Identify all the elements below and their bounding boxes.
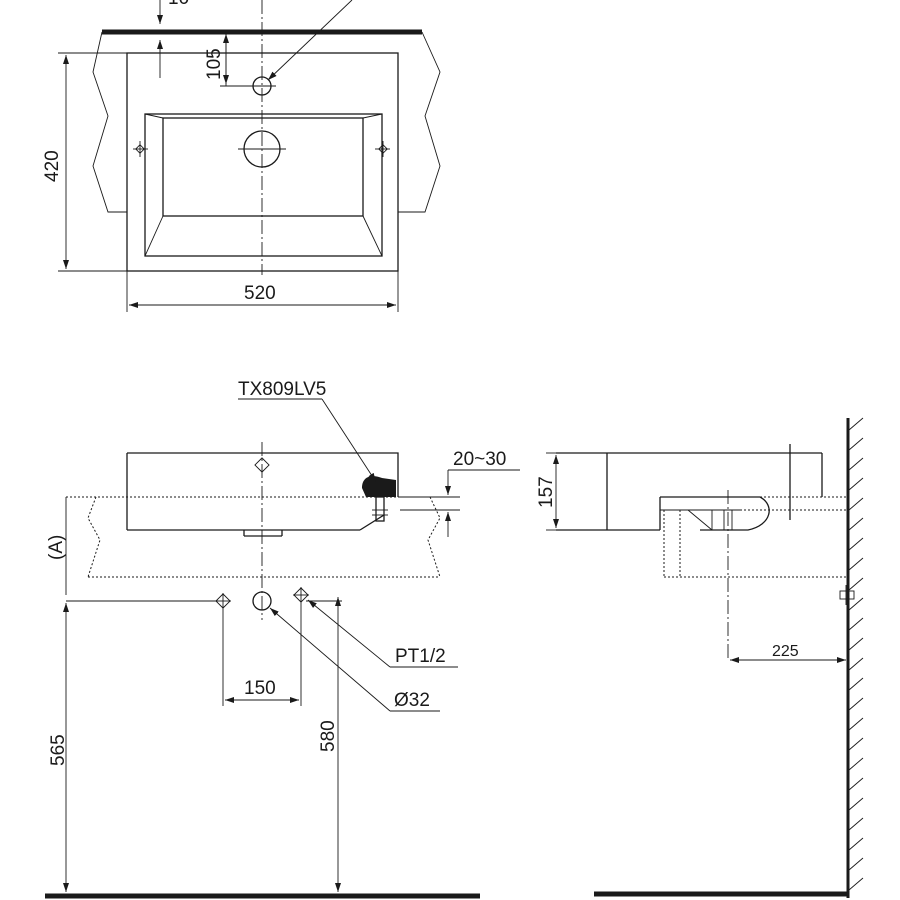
dim-supply-height: 580 bbox=[318, 597, 341, 892]
dim-faucet-offset: 105 bbox=[204, 32, 254, 87]
dim-depth: 420 bbox=[42, 52, 127, 272]
svg-text:565: 565 bbox=[48, 734, 69, 766]
side-bowl-profile bbox=[660, 496, 770, 531]
dim-counter-thickness: 20~30 bbox=[400, 449, 520, 537]
side-view: 157 225 bbox=[536, 417, 864, 898]
plan-counter-break-right bbox=[398, 31, 441, 213]
dim-counter-height: (A) bbox=[46, 497, 67, 595]
plan-bowl-rim bbox=[144, 113, 383, 257]
svg-text:10: 10 bbox=[168, 0, 189, 9]
front-supply-right-icon bbox=[293, 587, 309, 603]
svg-text:150: 150 bbox=[244, 678, 276, 699]
side-drain-fitting bbox=[723, 509, 733, 531]
front-counter-break-right bbox=[427, 496, 441, 578]
svg-text:420: 420 bbox=[42, 150, 63, 182]
svg-text:PT1/2: PT1/2 bbox=[395, 646, 446, 667]
plan-bowl-floor bbox=[162, 117, 364, 217]
callout-model: TX809LV5 bbox=[238, 379, 377, 483]
svg-text:105: 105 bbox=[204, 48, 225, 80]
svg-text:225: 225 bbox=[772, 643, 799, 660]
svg-text:(A): (A) bbox=[46, 535, 67, 560]
svg-text:TX809LV5: TX809LV5 bbox=[238, 379, 326, 400]
plan-view: 10 105 420 520 bbox=[42, 0, 441, 312]
dim-basin-height: 157 bbox=[536, 452, 559, 531]
front-faucet-mark bbox=[254, 457, 270, 473]
dim-drain-height: 565 bbox=[48, 603, 69, 892]
front-drain-pipe bbox=[252, 591, 272, 611]
plan-mount-mark-right bbox=[375, 141, 390, 157]
front-view: TX809LV5 20~30 (A) bbox=[45, 379, 520, 899]
front-counter-break-left bbox=[87, 496, 101, 578]
dim-side-depth: 225 bbox=[730, 643, 846, 663]
callout-supply-thread: PT1/2 bbox=[307, 599, 458, 668]
svg-text:20~30: 20~30 bbox=[453, 449, 506, 470]
plan-faucet-leader bbox=[267, 0, 353, 81]
dim-drain-spacing: 150 bbox=[222, 603, 302, 706]
svg-text:580: 580 bbox=[318, 720, 339, 752]
plan-mount-mark-left bbox=[133, 141, 148, 157]
dim-top-partial: 10 bbox=[157, 0, 189, 78]
callout-drain-diameter: Ø32 bbox=[269, 607, 440, 712]
svg-text:157: 157 bbox=[536, 476, 557, 508]
valve-assembly-icon bbox=[362, 476, 396, 522]
dim-width: 520 bbox=[126, 271, 399, 312]
svg-text:520: 520 bbox=[244, 283, 276, 304]
svg-text:Ø32: Ø32 bbox=[394, 690, 430, 711]
plan-counter-break-left bbox=[92, 31, 127, 213]
front-supply-left-icon bbox=[215, 593, 231, 609]
side-wall-hatch bbox=[848, 417, 864, 891]
side-wall-supply-icon bbox=[839, 585, 855, 605]
front-basin-body bbox=[127, 452, 399, 497]
plan-basin-outline bbox=[126, 52, 399, 272]
